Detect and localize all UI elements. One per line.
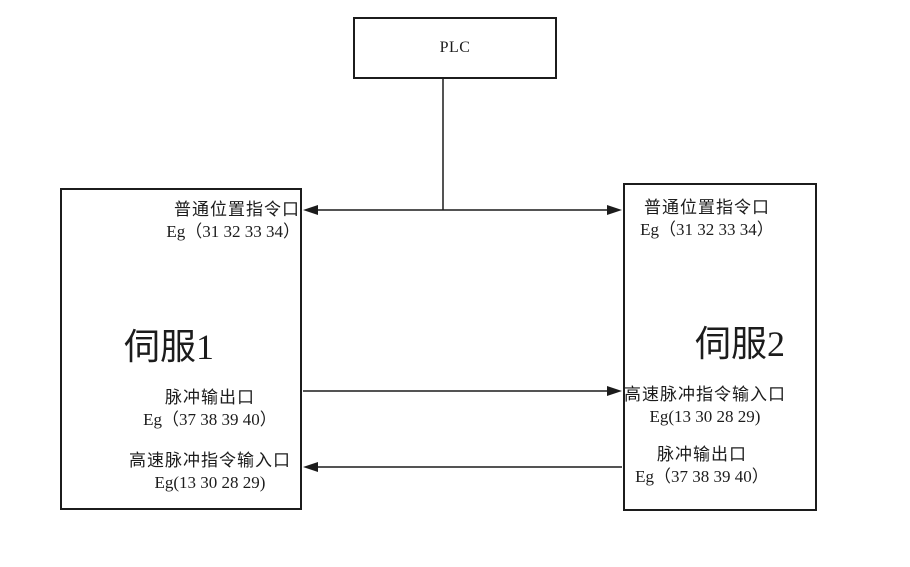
port-label: 普通位置指令口 bbox=[174, 200, 300, 219]
servo2-title: 伺服2 bbox=[694, 324, 785, 364]
port-label: 脉冲输出口 bbox=[657, 445, 747, 464]
bidirectional-arrow-normal-position bbox=[303, 205, 622, 215]
port-label: 高速脉冲指令输入口 bbox=[129, 451, 291, 470]
port-label: 脉冲输出口 bbox=[165, 388, 255, 407]
plc-box: PLC bbox=[353, 17, 557, 79]
plc-label: PLC bbox=[439, 39, 471, 56]
servo1-port-highspeed-input: 高速脉冲指令输入口 Eg(13 30 28 29) bbox=[110, 450, 310, 494]
servo2-box bbox=[623, 183, 817, 511]
port-pins: Eg(13 30 28 29) bbox=[154, 473, 266, 492]
arrowhead-left-icon bbox=[303, 205, 318, 215]
arrow-servo1-to-servo2 bbox=[303, 386, 622, 396]
arrow-servo2-to-servo1 bbox=[303, 462, 622, 472]
servo2-port-normal-position: 普通位置指令口 Eg（31 32 33 34） bbox=[617, 197, 797, 241]
servo2-port-highspeed-input: 高速脉冲指令输入口 Eg(13 30 28 29) bbox=[615, 384, 795, 428]
port-label: 普通位置指令口 bbox=[644, 198, 770, 217]
servo1-box bbox=[60, 188, 302, 510]
port-pins: Eg（31 32 33 34） bbox=[640, 220, 774, 239]
servo1-port-normal-position: 普通位置指令口 Eg（31 32 33 34） bbox=[120, 199, 300, 243]
port-pins: Eg（37 38 39 40） bbox=[143, 410, 277, 429]
port-pins: Eg（31 32 33 34） bbox=[166, 222, 300, 241]
servo1-port-pulse-output: 脉冲输出口 Eg（37 38 39 40） bbox=[110, 387, 310, 431]
servo1-title: 伺服1 bbox=[123, 327, 214, 367]
port-pins: Eg（37 38 39 40） bbox=[635, 467, 769, 486]
port-label: 高速脉冲指令输入口 bbox=[624, 385, 786, 404]
port-pins: Eg(13 30 28 29) bbox=[649, 407, 761, 426]
servo2-port-pulse-output: 脉冲输出口 Eg（37 38 39 40） bbox=[612, 444, 792, 488]
